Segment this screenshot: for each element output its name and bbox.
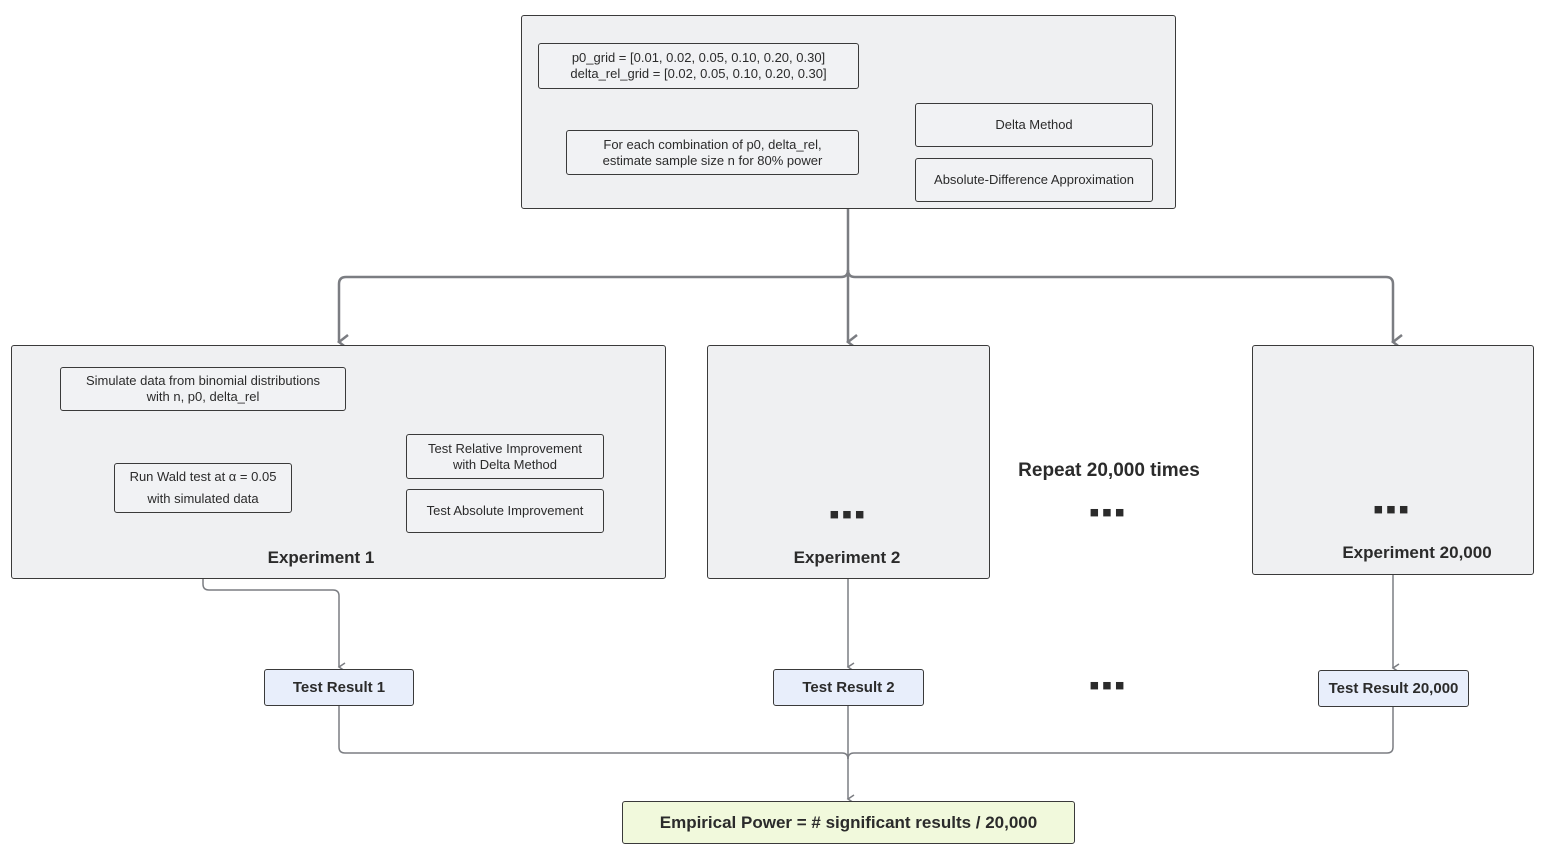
experiment-last-label: Experiment 20,000: [1342, 543, 1492, 562]
experiment1-label: Experiment 1: [267, 548, 375, 567]
experiment2-label: Experiment 2: [793, 548, 901, 567]
absolute-difference-node: Absolute-Difference Approximation: [915, 158, 1153, 202]
experiment2-group: [707, 345, 990, 579]
experiment2-ellipsis: ▪▪▪: [829, 498, 867, 531]
wald-test-node: Run Wald test at α = 0.05 with simulated…: [114, 463, 292, 513]
empirical-power-node: Empirical Power = # significant results …: [622, 801, 1075, 844]
grid-definition-node: p0_grid = [0.01, 0.02, 0.05, 0.10, 0.20,…: [538, 43, 859, 89]
test-result-2: Test Result 2: [773, 669, 924, 706]
connector-result-last-to-final: [847, 707, 1394, 760]
estimate-sample-size-node: For each combination of p0, delta_rel, e…: [566, 130, 859, 175]
arrow-to-experiment-last: [846, 269, 1393, 342]
simulate-data-node: Simulate data from binomial distribution…: [60, 367, 346, 411]
repeat-ellipsis: ▪▪▪: [1089, 496, 1127, 529]
test-absolute-improvement-node: Test Absolute Improvement: [406, 489, 604, 533]
results-ellipsis: ▪▪▪: [1089, 669, 1127, 702]
delta-method-node: Delta Method: [915, 103, 1153, 147]
connector-result1-to-final: [338, 706, 849, 760]
test-result-last: Test Result 20,000: [1318, 670, 1469, 707]
arrow-to-result1: [202, 513, 346, 672]
repeat-label: Repeat 20,000 times: [1018, 460, 1200, 481]
test-relative-improvement-node: Test Relative Improvement with Delta Met…: [406, 434, 604, 479]
experiment-last-group: [1252, 345, 1534, 575]
test-result-1: Test Result 1: [264, 669, 414, 706]
arrow-to-experiment1: [339, 269, 850, 342]
experiment-last-ellipsis: ▪▪▪: [1373, 493, 1411, 526]
